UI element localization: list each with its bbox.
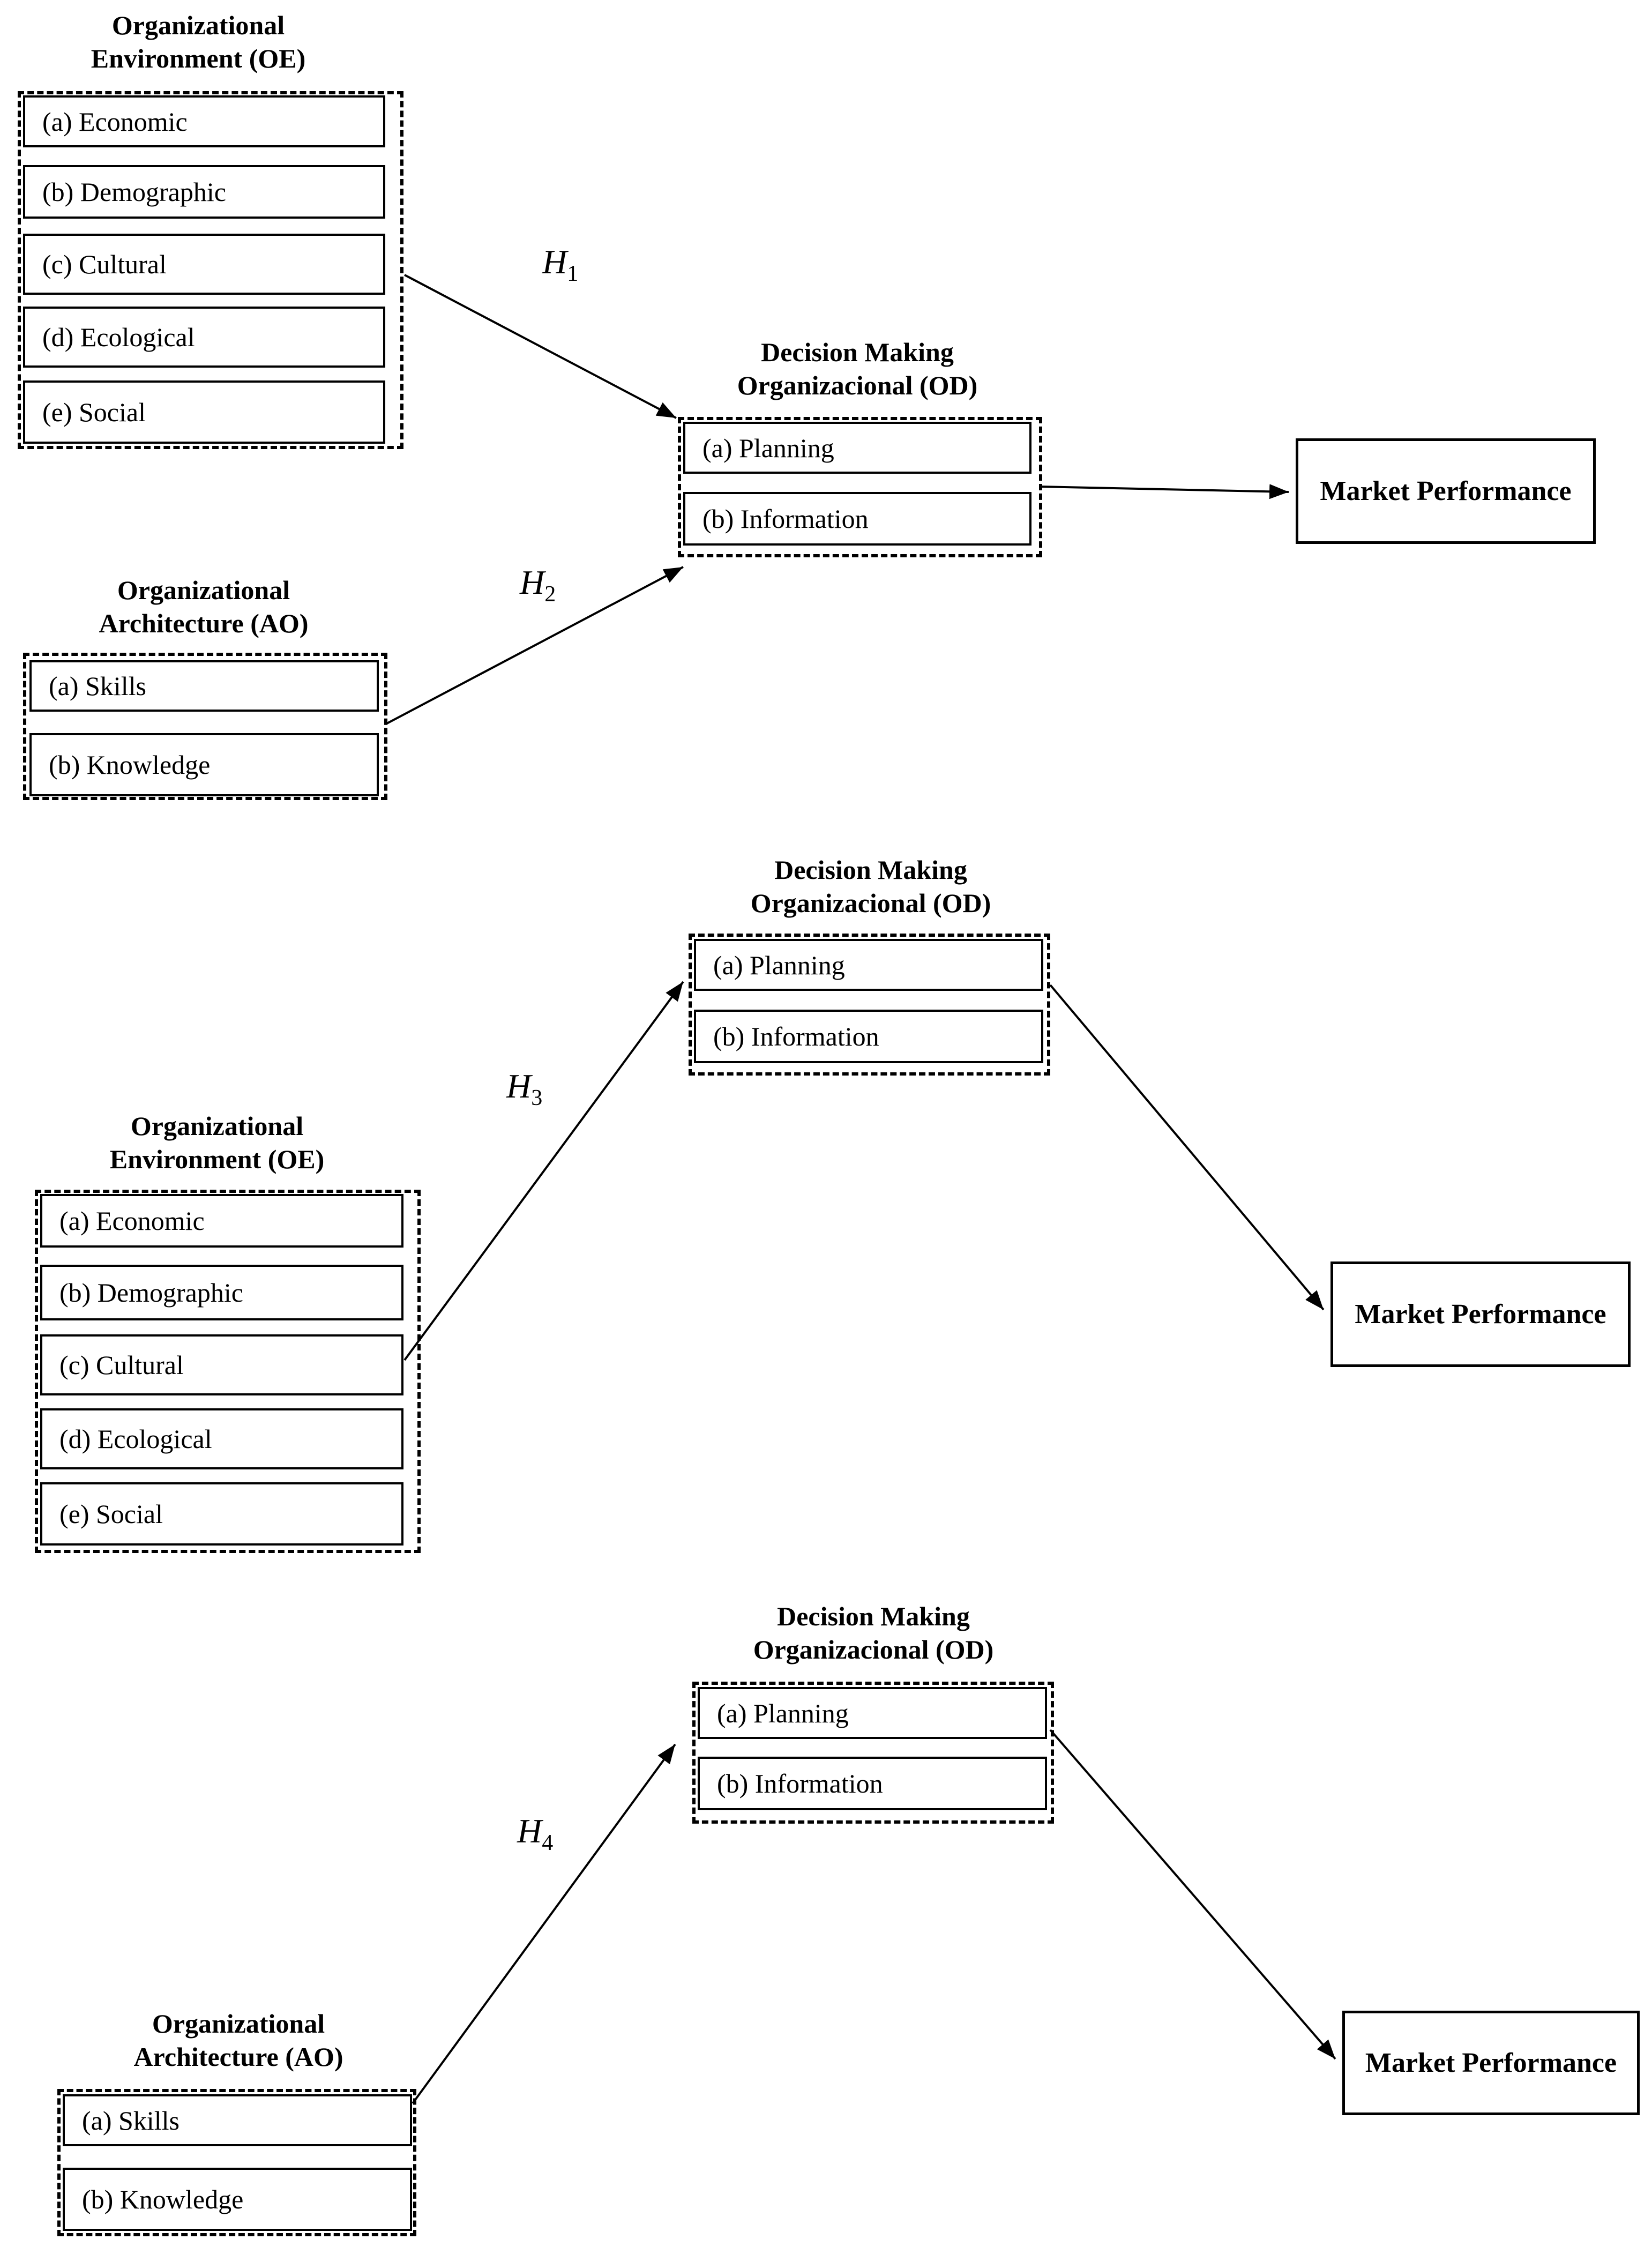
edge-od-to-mp-1 [1039, 484, 1289, 499]
oe-item-demographic: (b) Demographic [23, 165, 385, 219]
h3-sub: 3 [531, 1086, 543, 1110]
oe-title-line2: Environment (OE) [91, 43, 306, 73]
od-1-item-planning: (a) Planning [683, 422, 1031, 474]
edge-ao-to-od-h4 [412, 1743, 676, 2104]
od-3-item-planning: (a) Planning [698, 1687, 1047, 1739]
oe-item-social: (e) Social [23, 380, 385, 444]
od-title-2: Decision Making Organizacional (OD) [715, 853, 1026, 920]
edge-od-to-mp-3 [1049, 1729, 1336, 2060]
market-performance-1: Market Performance [1296, 438, 1596, 544]
od-title-1: Decision Making Organizacional (OD) [702, 335, 1013, 402]
ao-group-2 [57, 2089, 416, 2236]
oe-title-2-line2: Environment (OE) [109, 1144, 325, 1174]
od-title-1-line2: Organizacional (OD) [737, 370, 978, 400]
edge-oe-to-od-h3 [403, 981, 684, 1361]
oe-title-2-line1: Organizational [130, 1111, 304, 1141]
od-3-item-information: (b) Information [698, 1757, 1047, 1810]
oe-group [18, 91, 403, 449]
od-group-3 [692, 1682, 1054, 1824]
od-2-item-planning: (a) Planning [694, 939, 1043, 991]
od-title-2-line1: Decision Making [774, 855, 967, 885]
od-group-1 [678, 417, 1042, 557]
h2-sub: 2 [544, 582, 556, 607]
ao-group-1 [23, 653, 387, 800]
ao-title-2: Organizational Architecture (AO) [83, 2007, 394, 2073]
oe-2-item-ecological: (d) Ecological [40, 1408, 403, 1469]
hypothesis-h2: H2 [520, 563, 556, 607]
oe-item-ecological: (d) Ecological [23, 307, 385, 368]
ao-2-item-knowledge: (b) Knowledge [63, 2168, 412, 2231]
oe-2-item-social: (e) Social [40, 1482, 403, 1546]
oe-2-item-economic: (a) Economic [40, 1194, 403, 1248]
h1-letter: H [542, 243, 567, 281]
ao-title-2-line1: Organizational [152, 2009, 325, 2039]
h1-sub: 1 [567, 262, 579, 286]
edge-oe-to-od-h1 [404, 274, 677, 419]
ao-title-1: Organizational Architecture (AO) [48, 573, 359, 640]
oe-title-line1: Organizational [111, 10, 285, 40]
ao-title-2-line2: Architecture (AO) [133, 2042, 343, 2072]
hypothesis-h3: H3 [506, 1066, 542, 1111]
oe-2-item-cultural: (c) Cultural [40, 1334, 403, 1395]
oe-title: Organizational Environment (OE) [43, 9, 354, 75]
h4-letter: H [517, 1812, 542, 1850]
h4-sub: 4 [542, 1831, 554, 1855]
od-title-2-line2: Organizacional (OD) [750, 888, 991, 918]
od-1-item-information: (b) Information [683, 492, 1031, 546]
h3-letter: H [506, 1067, 532, 1105]
market-performance-3: Market Performance [1342, 2011, 1640, 2115]
market-performance-2: Market Performance [1330, 1261, 1631, 1367]
oe-2-item-demographic: (b) Demographic [40, 1265, 403, 1320]
od-title-3-line2: Organizacional (OD) [753, 1634, 994, 1664]
oe-title-2: Organizational Environment (OE) [62, 1109, 372, 1176]
ao-2-item-skills: (a) Skills [63, 2094, 412, 2146]
h2-letter: H [520, 563, 545, 601]
edge-od-to-mp-2 [1049, 984, 1325, 1311]
ao-title-1-line1: Organizational [117, 575, 290, 605]
oe-group-2 [35, 1190, 421, 1553]
od-2-item-information: (b) Information [694, 1010, 1043, 1063]
od-title-3-line1: Decision Making [777, 1601, 970, 1631]
od-title-3: Decision Making Organizacional (OD) [718, 1600, 1029, 1666]
oe-item-economic: (a) Economic [23, 95, 385, 147]
ao-1-item-knowledge: (b) Knowledge [29, 733, 379, 796]
hypothesis-h1: H1 [542, 242, 578, 287]
ao-1-item-skills: (a) Skills [29, 660, 379, 712]
hypothesis-h4: H4 [517, 1811, 553, 1856]
od-group-2 [689, 934, 1050, 1076]
od-title-1-line1: Decision Making [761, 337, 954, 367]
edge-ao-to-od-h2 [386, 566, 684, 725]
ao-title-1-line2: Architecture (AO) [99, 608, 309, 638]
oe-item-cultural: (c) Cultural [23, 234, 385, 295]
